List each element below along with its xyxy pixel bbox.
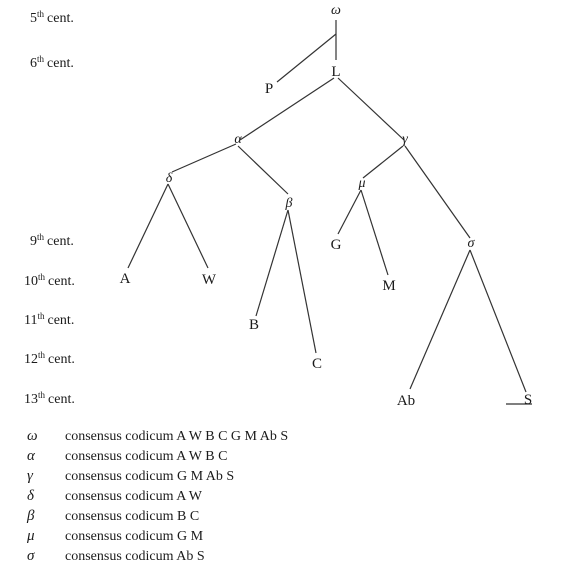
legend-symbol: γ	[27, 468, 33, 484]
legend-symbol: μ	[27, 528, 35, 544]
node-G: G	[331, 237, 342, 253]
edge-gamma-mu	[362, 145, 404, 179]
legend-row: ω consensus codicum A W B C G M Ab S	[27, 428, 288, 448]
legend-row: β consensus codicum B C	[27, 508, 288, 528]
node-B: B	[249, 317, 259, 333]
node-L: L	[331, 64, 340, 80]
legend-symbol: δ	[27, 488, 34, 504]
node-Ab: Ab	[397, 393, 415, 409]
node-A: A	[120, 271, 131, 287]
node-omega: ω	[331, 3, 341, 18]
node-C: C	[312, 356, 322, 372]
edge-sigma-S	[469, 249, 527, 393]
node-sigma: σ	[468, 236, 476, 251]
legend-text: consensus codicum B C	[65, 509, 200, 524]
edge-omega-P	[276, 33, 337, 83]
node-W: W	[202, 272, 217, 288]
node-M: M	[382, 278, 395, 294]
edge-mu-M	[360, 189, 389, 276]
edge-beta-B	[255, 209, 289, 317]
legend-text: consensus codicum A W	[65, 489, 203, 504]
legend-row: α consensus codicum A W B C	[27, 448, 288, 468]
edge-delta-W	[167, 183, 209, 269]
legend-text: consensus codicum A W B C G M Ab S	[65, 429, 289, 444]
edge-sigma-Ab	[409, 249, 471, 390]
edge-mu-G	[337, 189, 362, 235]
legend-row: μ consensus codicum G M	[27, 528, 288, 548]
legend-text: consensus codicum G M	[65, 529, 204, 544]
legend-row: σ consensus codicum Ab S	[27, 548, 288, 568]
node-alpha: α	[234, 132, 242, 147]
node-S: S	[524, 392, 532, 408]
node-mu: μ	[357, 176, 365, 191]
node-P: P	[265, 81, 273, 97]
edge-gamma-sigma	[404, 145, 471, 239]
legend-text: consensus codicum G M Ab S	[65, 469, 235, 484]
legend: ω consensus codicum A W B C G M Ab S α con…	[27, 428, 288, 568]
edge-alpha-beta	[237, 145, 289, 195]
edge-beta-C	[287, 209, 317, 354]
node-delta: δ	[166, 171, 173, 186]
edge-alpha-delta	[171, 143, 237, 173]
legend-symbol: ω	[27, 428, 38, 444]
node-gamma: γ	[402, 132, 408, 147]
legend-row: δ consensus codicum A W	[27, 488, 288, 508]
legend-symbol: σ	[27, 548, 35, 564]
node-beta: β	[285, 196, 293, 211]
edge-delta-A	[127, 183, 169, 269]
legend-symbol: α	[27, 448, 35, 464]
legend-symbol: β	[27, 508, 35, 524]
legend-row: γ consensus codicum G M Ab S	[27, 468, 288, 488]
edge-L-alpha	[239, 77, 335, 141]
legend-text: consensus codicum Ab S	[65, 549, 205, 564]
edge-L-gamma	[337, 77, 405, 141]
legend-text: consensus codicum A W B C	[65, 449, 228, 464]
